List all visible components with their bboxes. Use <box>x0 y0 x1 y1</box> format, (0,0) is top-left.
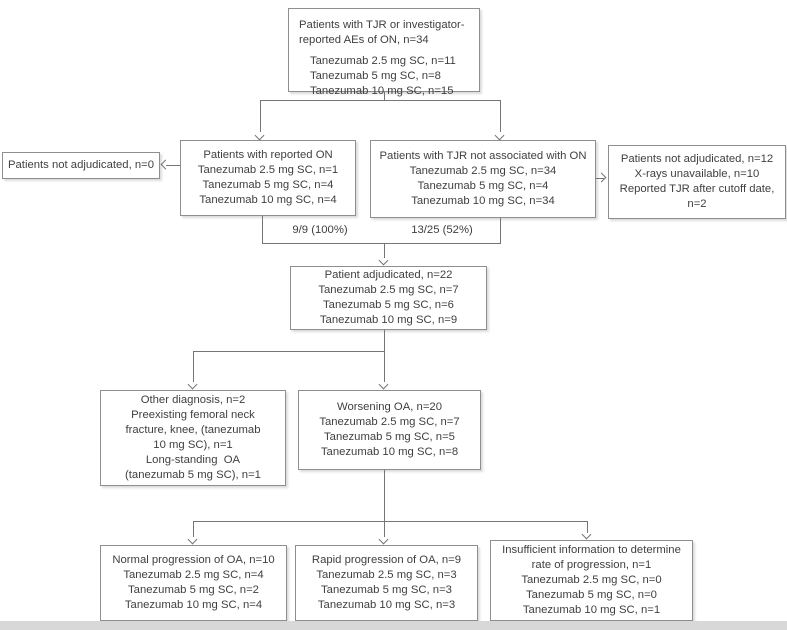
flow-box-insufficient-info: Insufficient information to determine rat… <box>490 540 693 621</box>
connector-line <box>500 100 501 132</box>
box-line: Tanezumab 10 mg SC, n=4 <box>199 194 337 206</box>
box-line: Patients not adjudicated, n=0 <box>7 159 155 171</box>
box-line: (tanezumab 5 mg SC), n=1 <box>125 469 261 481</box>
box-line: Tanezumab 5 mg SC, n=2 <box>128 584 259 596</box>
adjudication-rate-right-label: 13/25 (52%) <box>411 224 473 236</box>
box-line: Tanezumab 2.5 mg SC, n=7 <box>319 416 460 428</box>
box-line: Tanezumab 10 mg SC, n=1 <box>522 604 661 616</box>
arrow-right-icon <box>596 172 607 183</box>
arrow-down-icon <box>378 534 389 545</box>
box-line: Worsening OA, n=20 <box>337 401 442 413</box>
box-line: Patients with TJR or investigator- <box>299 19 465 31</box>
connector-line <box>384 330 385 351</box>
box-line: Tanezumab 5 mg SC, n=4 <box>417 180 549 192</box>
box-line: Rapid progression of OA, n=9 <box>311 554 462 566</box>
box-line: rate of progression, n=1 <box>531 559 652 571</box>
box-line: X-rays unavailable, n=10 <box>634 168 760 180</box>
box-line: Normal progression of OA, n=10 <box>112 554 275 566</box>
box-line: Tanezumab 5 mg SC, n=3 <box>321 584 452 596</box>
box-line: Tanezumab 2.5 mg SC, n=4 <box>123 569 264 581</box>
box-line: Patient adjudicated, n=22 <box>324 269 453 281</box>
box-line: Patients with reported ON <box>203 149 333 161</box>
connector-line <box>260 100 261 132</box>
connector-line <box>384 92 385 101</box>
box-line: Tanezumab 5 mg SC, n=4 <box>202 179 334 191</box>
arrow-down-icon <box>378 255 389 266</box>
connector-line <box>587 521 588 533</box>
box-line: Tanezumab 2.5 mg SC, n=7 <box>318 284 459 296</box>
box-line: Tanezumab 5 mg SC, n=5 <box>324 431 455 443</box>
connector-line <box>193 351 194 382</box>
arrow-down-icon <box>494 130 505 141</box>
box-line: fracture, knee, (tanezumab <box>125 424 261 436</box>
box-line: Long-standing OA <box>145 454 241 466</box>
box-line: Preexisting femoral neck <box>131 409 255 421</box>
arrow-down-icon <box>187 534 198 545</box>
flow-box-not-adjudicated-left: Patients not adjudicated, n=0 <box>2 152 160 179</box>
box-line: Tanezumab 2.5 mg SC, n=3 <box>316 569 457 581</box>
connector-line <box>596 178 604 179</box>
box-line: Tanezumab 10 mg SC, n=4 <box>124 599 263 611</box>
flow-box-source: Patients with TJR or investigator- repor… <box>288 8 480 97</box>
box-line: Tanezumab 2.5 mg SC, n=34 <box>409 165 557 177</box>
box-line: Tanezumab 10 mg SC, n=3 <box>317 599 456 611</box>
box-line: Tanezumab 2.5 mg SC, n=1 <box>197 164 339 176</box>
box-line: Tanezumab 10 mg SC, n=34 <box>411 195 555 207</box>
box-line: Tanezumab 10 mg SC, n=15 <box>310 85 454 97</box>
box-line: Patients with TJR not associated with ON <box>379 150 587 162</box>
connector-line <box>262 243 501 244</box>
connector-line <box>384 243 385 258</box>
connector-line <box>262 216 263 243</box>
box-line: Reported TJR after cutoff date, <box>619 183 775 195</box>
box-line: Tanezumab 10 mg SC, n=9 <box>319 314 458 326</box>
box-line: Tanezumab 2.5 mg SC, n=11 <box>310 55 456 67</box>
box-line: 10 mg SC), n=1 <box>153 439 233 451</box>
box-line: Tanezumab 10 mg SC, n=8 <box>320 446 459 458</box>
box-line: Tanezumab 5 mg SC, n=8 <box>310 70 441 82</box>
flow-box-tjr-not-associated-on: Patients with TJR not associated with ON… <box>370 140 596 218</box>
box-line: Insufficient information to determine <box>502 544 681 556</box>
connector-line <box>193 521 588 522</box>
arrow-down-icon <box>254 130 265 141</box>
connector-line <box>166 165 180 166</box>
box-line: Other diagnosis, n=2 <box>140 394 246 406</box>
connector-line <box>193 521 194 537</box>
box-line: n=2 <box>687 198 707 210</box>
arrow-down-icon <box>378 379 389 390</box>
connector-line <box>384 470 385 521</box>
arrow-down-icon <box>187 379 198 390</box>
connector-line <box>260 100 501 101</box>
connector-line <box>193 351 385 352</box>
box-line: reported AEs of ON, n=34 <box>299 34 429 46</box>
connector-line <box>384 521 385 537</box>
connector-line <box>384 351 385 382</box>
bottom-border-band <box>0 621 787 630</box>
box-line: Tanezumab 5 mg SC, n=6 <box>323 299 454 311</box>
flow-box-reported-on: Patients with reported ON Tanezumab 2.5 m… <box>180 140 356 216</box>
connector-line <box>500 218 501 243</box>
arrow-left-icon <box>160 159 171 170</box>
box-line: Tanezumab 5 mg SC, n=0 <box>526 589 657 601</box>
arrow-down-icon <box>581 529 592 540</box>
adjudication-rate-left-label: 9/9 (100%) <box>292 224 348 236</box>
box-line: Tanezumab 2.5 mg SC, n=0 <box>521 574 662 586</box>
box-line: Patients not adjudicated, n=12 <box>620 153 774 165</box>
